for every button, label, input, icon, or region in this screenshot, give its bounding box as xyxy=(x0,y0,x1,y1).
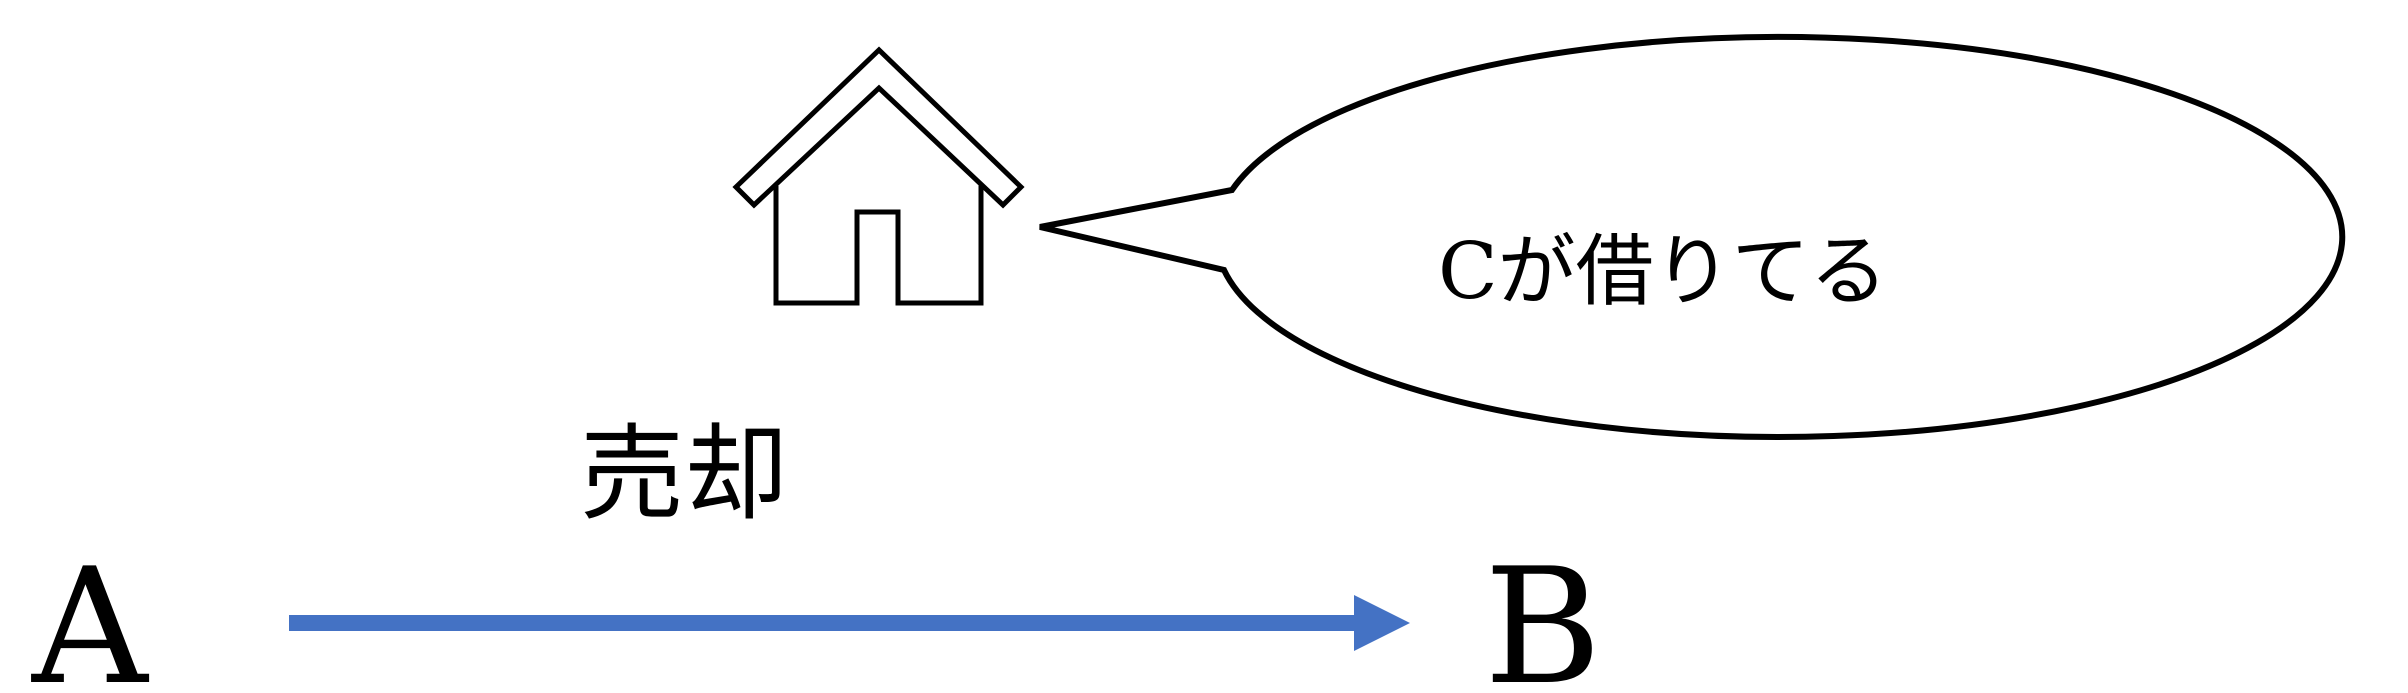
house-roof xyxy=(732,46,1025,209)
speech-bubble-text: Cが借りてる xyxy=(1438,227,1888,317)
node-a-label: A xyxy=(31,533,150,693)
arrow-shaft xyxy=(289,615,1357,631)
house-icon xyxy=(732,46,1025,306)
house-body xyxy=(773,185,984,306)
arrow-head xyxy=(1354,595,1410,651)
transfer-arrow xyxy=(289,595,1410,651)
speech-bubble: Cが借りてる xyxy=(1039,33,2346,440)
node-b-label: B xyxy=(1484,533,1602,693)
speech-bubble-outline xyxy=(1039,33,2346,440)
arrow-label: 売却 xyxy=(580,413,788,535)
